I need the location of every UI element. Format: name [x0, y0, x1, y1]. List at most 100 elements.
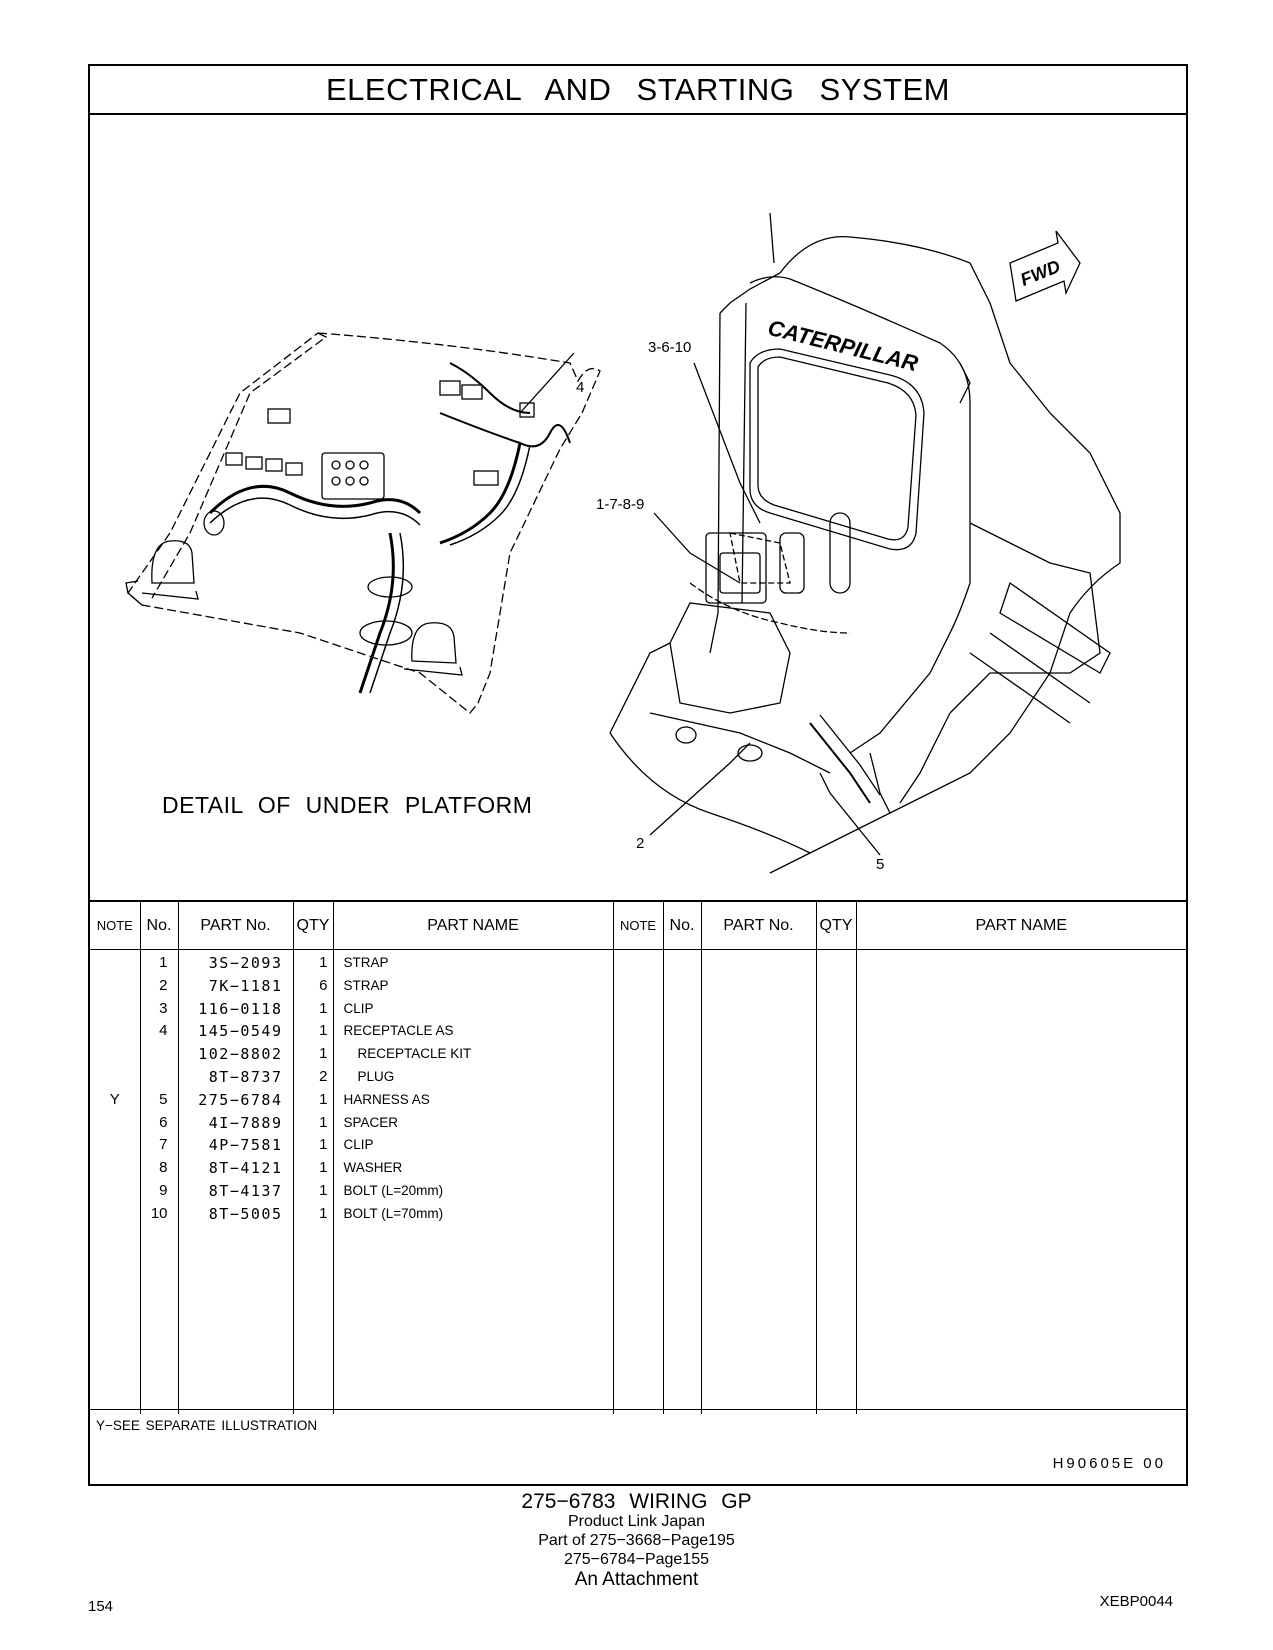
caption-line-4: An Attachment: [574, 1569, 699, 1590]
caption-line-3: 275−6784−Page155: [563, 1551, 710, 1568]
row-2-note: [90, 975, 140, 998]
item-number-column-right: [662, 949, 701, 1414]
row-2-part-no: 7K−1181: [208, 976, 283, 995]
row-6-name: PLUG: [357, 1068, 395, 1084]
row-8-name: SPACER: [343, 1114, 399, 1130]
row-7-name: HARNESS AS: [343, 1091, 430, 1107]
header-qty-right: QTY: [815, 900, 856, 950]
callout-5: 5: [876, 856, 885, 873]
cab-rear-outline: [769, 235, 1121, 874]
row-11-part-no: 8T−4137: [208, 1181, 283, 1200]
row-1-part-no: 3S−2093: [208, 954, 283, 972]
control-module: [705, 532, 767, 604]
part-number-column-right: [700, 949, 816, 1414]
row-4-part-no: 145−0549: [198, 1022, 283, 1041]
row-10-no: 8: [159, 1159, 168, 1177]
connector-a: [267, 408, 291, 424]
row-10-name: WASHER: [343, 1160, 403, 1176]
parts-table-header: NOTE No. PART No. QTY PART NAME NOTE No.…: [90, 900, 1186, 950]
row-7-part-no: 275−6784: [198, 1090, 283, 1109]
row-9-note: [90, 1134, 140, 1157]
row-5-note: [90, 1043, 140, 1066]
note-column: Y: [90, 950, 140, 1415]
row-9-part-no: 4P−7581: [208, 1136, 283, 1155]
quantity-column-right: [815, 949, 856, 1414]
footnote-y: Y−SEE SEPARATE ILLUSTRATION: [96, 1418, 318, 1433]
row-6-qty: 2: [319, 1067, 328, 1085]
row-12-no: 10: [150, 1204, 168, 1222]
row-7-qty: 1: [319, 1090, 328, 1108]
row-4-qty: 1: [319, 1022, 328, 1040]
header-no: No.: [139, 900, 178, 950]
illustration-code: H90605E 00: [1052, 1455, 1166, 1472]
note-column-right: [612, 949, 663, 1414]
header-part-name-right: PART NAME: [855, 900, 1186, 950]
row-9-no: 7: [159, 1136, 168, 1154]
row-8-qty: 1: [319, 1113, 328, 1131]
header-qty: QTY: [292, 900, 333, 950]
callout-1-7-8-9: 1-7-8-9: [596, 496, 645, 513]
row-9-name: CLIP: [343, 1137, 374, 1153]
junction-block: [321, 452, 385, 500]
header-part-no: PART No.: [177, 900, 293, 950]
detail-caption: DETAIL OF UNDER PLATFORM: [162, 792, 533, 818]
panel-outline: [749, 276, 971, 754]
header-part-name: PART NAME: [332, 900, 613, 950]
callout-2: 2: [636, 835, 645, 852]
caption-line-2: Part of 275−3668−Page195: [538, 1532, 735, 1549]
row-2-qty: 6: [319, 976, 328, 994]
page-number: 154: [88, 1598, 114, 1615]
row-10-note: [90, 1157, 140, 1180]
row-10-part-no: 8T−4121: [208, 1159, 283, 1178]
row-12-part-no: 8T−5005: [208, 1204, 283, 1223]
window: [749, 348, 925, 551]
row-4-name: RECEPTACLE AS: [343, 1023, 454, 1039]
row-11-note: [90, 1180, 140, 1203]
fwd-arrow: [1009, 230, 1081, 302]
row-7-no: 5: [159, 1090, 168, 1108]
row-8-no: 6: [159, 1113, 168, 1131]
parts-page-frame: ELECTRICAL AND STARTING SYSTEM: [88, 64, 1188, 1486]
row-11-no: 9: [159, 1181, 168, 1199]
row-3-name: CLIP: [343, 1000, 374, 1016]
row-4-note: [90, 1020, 140, 1043]
row-3-part-no: 116−0118: [198, 999, 283, 1018]
part-number-column: 3S−2093 7K−1181 116−0118 145−0549 102−8802 8T…: [177, 949, 293, 1414]
row-2-name: STRAP: [343, 977, 389, 993]
part-name-column-right: [855, 949, 1186, 1414]
header-note-right: NOTE: [612, 900, 663, 950]
row-6-note: [90, 1066, 140, 1089]
header-part-no-right: PART No.: [700, 900, 816, 950]
row-11-qty: 1: [319, 1181, 328, 1199]
row-2-no: 2: [159, 976, 168, 994]
row-1-no: 1: [159, 954, 168, 971]
cover-left: [151, 540, 195, 584]
row-7-note: Y: [109, 1090, 120, 1108]
header-no-right: No.: [662, 900, 701, 950]
footnote-area: Y−SEE SEPARATE ILLUSTRATION H90605E 00: [90, 1409, 1186, 1485]
callout-4: 4: [576, 379, 585, 396]
panel-left-edge: [709, 312, 721, 654]
row-3-no: 3: [159, 999, 168, 1017]
row-8-part-no: 4I−7889: [208, 1113, 283, 1132]
box-lower: [669, 602, 791, 714]
row-1-note: [90, 952, 140, 975]
row-5-part-no: 102−8802: [198, 1045, 283, 1064]
row-6-part-no: 8T−8737: [208, 1067, 283, 1086]
parts-table: NOTE No. PART No. QTY PART NAME NOTE No.…: [90, 900, 1186, 1414]
row-8-note: [90, 1112, 140, 1135]
wiring-illustration: [125, 212, 1121, 874]
arm-rail: [999, 581, 1111, 674]
row-5-name: RECEPTACLE KIT: [357, 1046, 472, 1062]
row-1-qty: 1: [319, 954, 328, 971]
row-5-no: [141, 1043, 178, 1066]
row-6-no: [141, 1066, 178, 1089]
row-12-name: BOLT (L=70mm): [343, 1205, 444, 1221]
callout-3-6-10: 3-6-10: [648, 339, 692, 356]
cover-right: [411, 622, 457, 664]
group-title: 275−6783 WIRING GP: [521, 1490, 752, 1513]
